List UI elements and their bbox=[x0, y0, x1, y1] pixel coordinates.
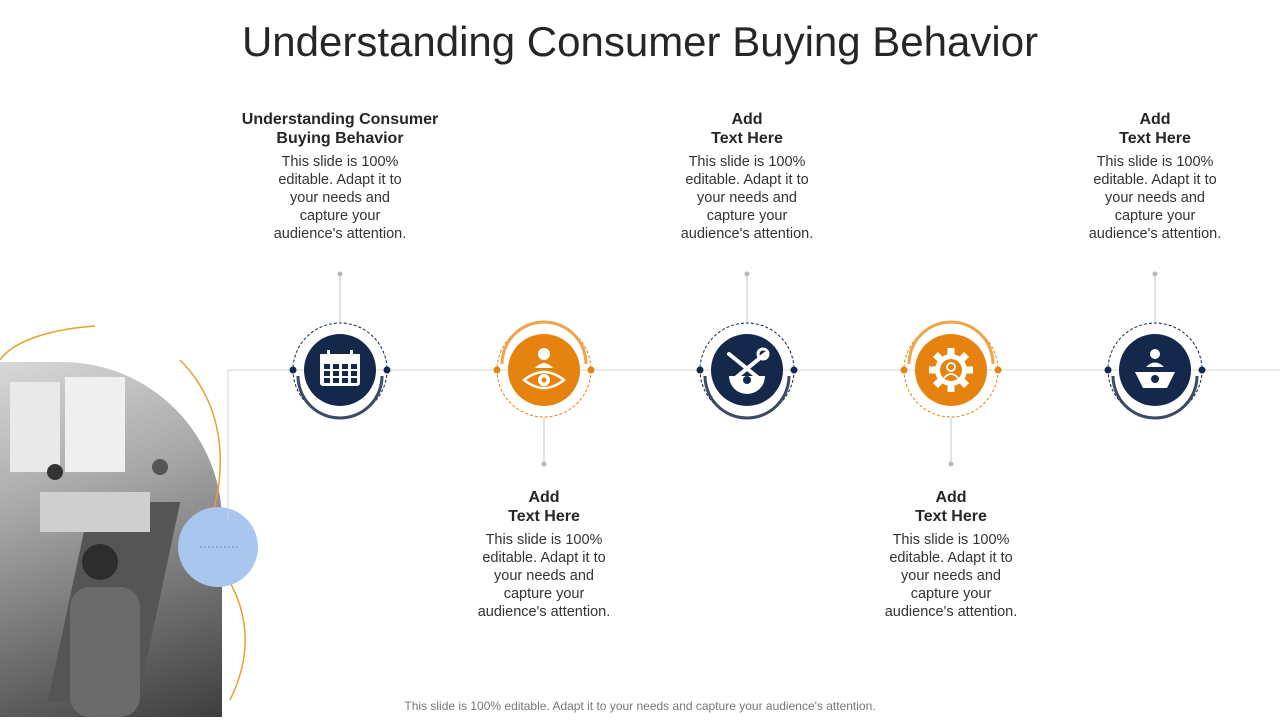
node-dot-right bbox=[587, 366, 595, 374]
step-5-heading: Add Text Here bbox=[1119, 111, 1191, 147]
timeline-node bbox=[493, 320, 595, 467]
footer-note: This slide is 100% editable. Adapt it to… bbox=[404, 699, 876, 713]
connector-dot bbox=[541, 461, 547, 467]
step-1-body: This slide is 100% editable. Adapt it to… bbox=[273, 154, 407, 242]
slide-title: Understanding Consumer Buying Behavior bbox=[241, 18, 1039, 65]
connector-dot bbox=[337, 271, 343, 277]
step-1-heading: Understanding Consumer Buying Behavior bbox=[241, 111, 439, 147]
accent-arc bbox=[703, 375, 791, 420]
node-dot-left bbox=[493, 366, 501, 374]
connector-dot bbox=[744, 271, 750, 277]
step-3-heading: Add Text Here bbox=[711, 111, 783, 147]
step-2-body: This slide is 100% editable. Adapt it to… bbox=[477, 532, 611, 620]
step-block: Understanding Consumer Buying Behavior T… bbox=[230, 110, 450, 243]
node-circle bbox=[1119, 334, 1191, 406]
node-dot-right bbox=[790, 366, 798, 374]
node-circle bbox=[508, 334, 580, 406]
timeline-node bbox=[1104, 271, 1206, 420]
node-dot-left bbox=[696, 366, 704, 374]
accent-arc bbox=[500, 320, 588, 365]
step-block: Add Text Here This slide is 100% editabl… bbox=[841, 488, 1061, 621]
tools-gear-icon bbox=[727, 347, 770, 394]
connector-dot bbox=[948, 461, 954, 467]
step-5-body: This slide is 100% editable. Adapt it to… bbox=[1088, 154, 1222, 242]
timeline-node bbox=[289, 271, 391, 420]
node-dot-left bbox=[1104, 366, 1112, 374]
node-dot-right bbox=[1198, 366, 1206, 374]
accent-arc bbox=[296, 375, 384, 420]
node-dot-right bbox=[383, 366, 391, 374]
step-4-heading: Add Text Here bbox=[915, 489, 987, 525]
accent-arc bbox=[907, 320, 995, 365]
connector-dot bbox=[1152, 271, 1158, 277]
node-dot-left bbox=[289, 366, 297, 374]
step-block: Add Text Here This slide is 100% editabl… bbox=[1045, 110, 1265, 243]
accent-arc bbox=[1111, 375, 1199, 420]
eye-person-icon bbox=[521, 348, 567, 390]
gear-person-icon bbox=[929, 348, 973, 392]
step-block: Add Text Here This slide is 100% editabl… bbox=[637, 110, 857, 243]
step-block: Add Text Here This slide is 100% editabl… bbox=[434, 488, 654, 621]
step-2-heading: Add Text Here bbox=[508, 489, 580, 525]
person-gear-icon bbox=[1135, 349, 1175, 388]
step-4-body: This slide is 100% editable. Adapt it to… bbox=[884, 532, 1018, 620]
timeline-node bbox=[900, 320, 1002, 467]
node-dot-right bbox=[994, 366, 1002, 374]
timeline-node bbox=[696, 271, 798, 420]
node-dot-left bbox=[900, 366, 908, 374]
calendar-icon bbox=[320, 350, 360, 386]
step-3-body: This slide is 100% editable. Adapt it to… bbox=[680, 154, 814, 242]
